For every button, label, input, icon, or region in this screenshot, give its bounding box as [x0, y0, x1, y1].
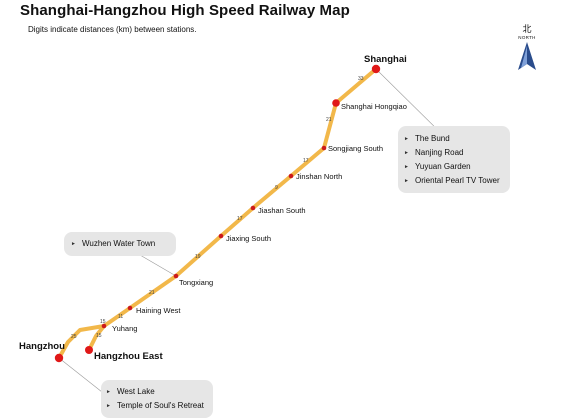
station-label-yuhang: Yuhang [112, 324, 137, 333]
north-arrow-icon [518, 42, 536, 70]
station-dot-jiaxing-south [218, 233, 224, 239]
list-item: ►West Lake [106, 385, 213, 399]
distance-label: 21 [326, 117, 332, 123]
station-dot-shanghai [371, 64, 381, 74]
callout-shanghai-attractions: ►The Bund ►Nanjing Road ►Yuyuan Garden ►… [398, 126, 510, 193]
station-label-jiaxing-south: Jiaxing South [226, 234, 271, 243]
distance-label: 25 [71, 334, 77, 340]
list-item: ►Wuzhen Water Town [71, 237, 176, 251]
leader-line-hangzhou [58, 357, 103, 393]
station-label-haining-west: Haining West [136, 306, 181, 315]
list-item: ►Oriental Pearl TV Tower [404, 174, 510, 188]
north-compass: 北 NORTH [512, 24, 542, 79]
distance-label: 15 [100, 319, 106, 325]
station-dot-yuhang [101, 323, 107, 329]
list-item: ►The Bund [404, 132, 510, 146]
distance-label: 19 [195, 254, 201, 260]
railway-line-main [57, 67, 378, 360]
list-item: ►Temple of Soul's Retreat [106, 399, 213, 413]
station-label-shanghai-hongqiao: Shanghai Hongqiao [341, 102, 407, 111]
distance-label: 9 [275, 185, 278, 191]
station-dot-hangzhou [54, 353, 64, 363]
north-label: NORTH [518, 35, 536, 40]
station-label-hangzhou-east: Hangzhou East [94, 351, 163, 362]
station-label-jinshan-north: Jinshan North [296, 172, 342, 181]
north-glyph: 北 [522, 24, 532, 34]
map-title: Shanghai-Hangzhou High Speed Railway Map [20, 2, 350, 19]
station-dot-jinshan-north [288, 173, 294, 179]
distance-label: 21 [149, 290, 155, 296]
bullet-icon: ► [106, 389, 111, 395]
station-label-tongxiang: Tongxiang [179, 278, 213, 287]
distance-label: 15 [96, 333, 102, 339]
railway-line-branch [87, 324, 106, 352]
bullet-icon: ► [71, 241, 76, 247]
station-label-hangzhou: Hangzhou [19, 341, 65, 352]
station-label-jiashan-south: Jiashan South [258, 206, 306, 215]
list-item: ►Yuyuan Garden [404, 160, 510, 174]
callout-hangzhou-attractions: ►West Lake ►Temple of Soul's Retreat [101, 380, 213, 418]
station-dot-hangzhou-east [85, 346, 93, 354]
distance-label: 33 [358, 76, 364, 82]
distance-label: 17 [237, 216, 243, 222]
station-dot-songjiang-south [321, 145, 327, 151]
distance-label: 11 [118, 314, 123, 320]
station-dot-shanghai-hongqiao [332, 99, 340, 107]
bullet-icon: ► [404, 164, 409, 170]
station-dot-tongxiang [173, 273, 179, 279]
bullet-icon: ► [404, 150, 409, 156]
bullet-icon: ► [106, 403, 111, 409]
bullet-icon: ► [404, 178, 409, 184]
callout-wuzhen-attractions: ►Wuzhen Water Town [64, 232, 176, 256]
bullet-icon: ► [404, 136, 409, 142]
station-dot-haining-west [127, 305, 133, 311]
station-label-shanghai: Shanghai [364, 54, 407, 65]
distance-label: 17 [303, 158, 309, 164]
leader-line-wuzhen [139, 254, 177, 277]
map-subtitle: Digits indicate distances (km) between s… [28, 25, 197, 34]
station-dot-jiashan-south [250, 205, 256, 211]
list-item: ►Nanjing Road [404, 146, 510, 160]
station-label-songjiang-south: Songjiang South [328, 144, 383, 153]
